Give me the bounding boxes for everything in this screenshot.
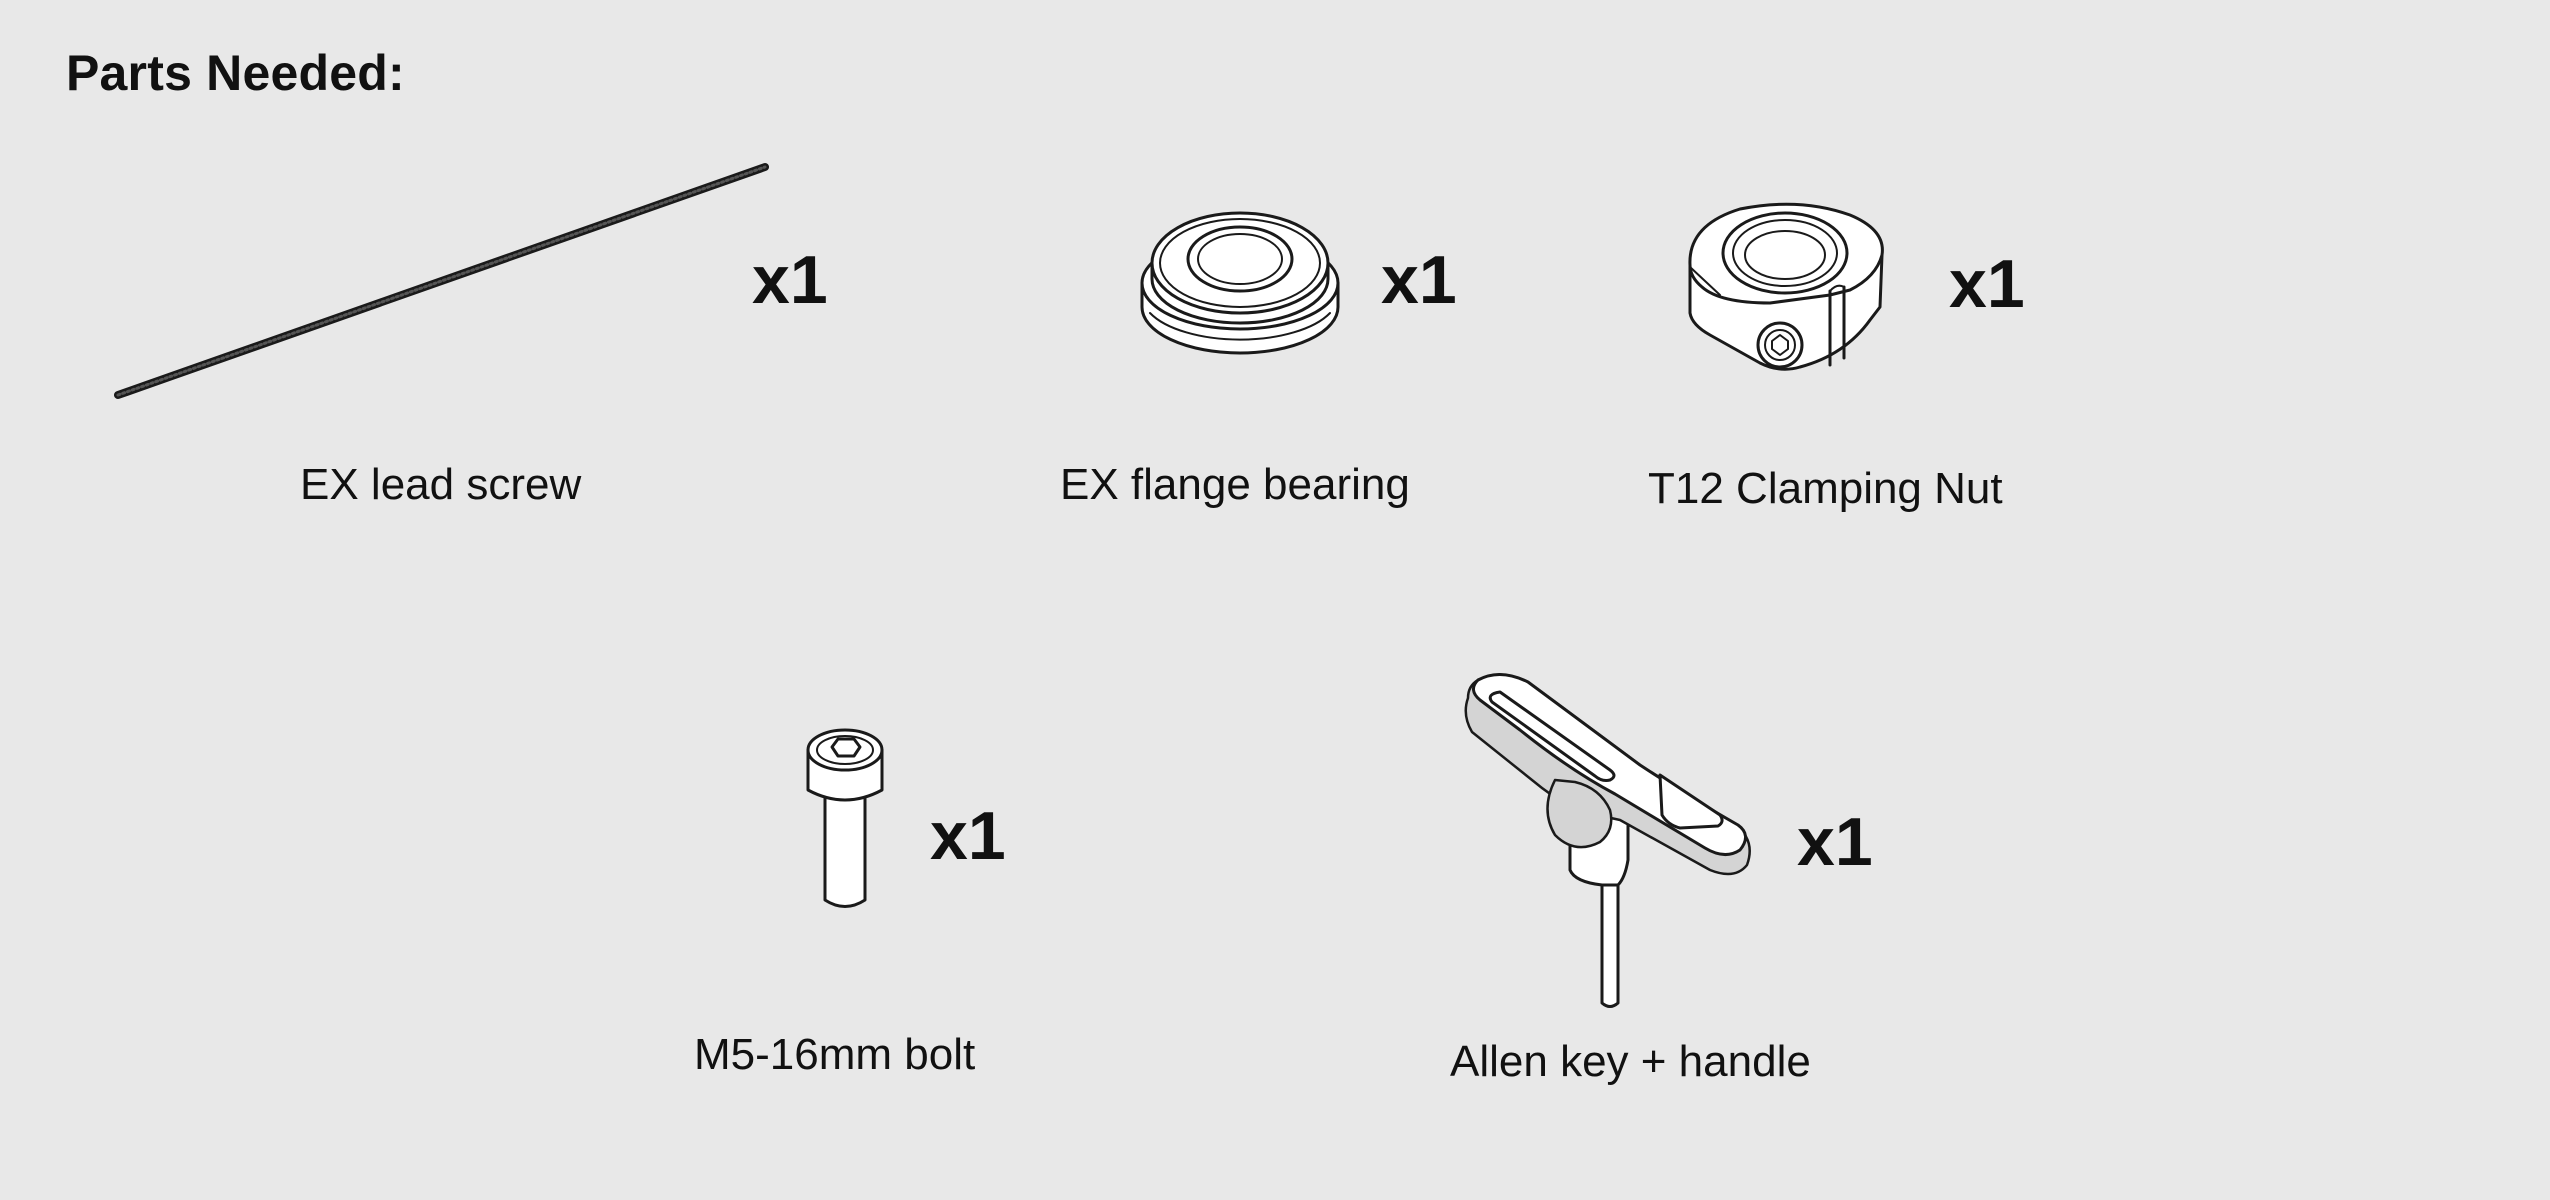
- flange-bearing-icon: [1140, 211, 1340, 355]
- clamping-nut-icon: [1688, 202, 1884, 371]
- page-title: Parts Needed:: [66, 45, 405, 101]
- quantity-flange-bearing: x1: [1381, 242, 1457, 318]
- quantity-clamping-nut: x1: [1949, 246, 2025, 322]
- bolt-icon: [806, 728, 884, 908]
- label-bolt: M5-16mm bolt: [694, 1030, 976, 1079]
- quantity-bolt: x1: [930, 798, 1006, 874]
- label-lead-screw: EX lead screw: [300, 460, 582, 509]
- label-flange-bearing: EX flange bearing: [1060, 460, 1410, 509]
- allen-key-handle-icon: [1464, 673, 1751, 1008]
- label-allen-key: Allen key + handle: [1450, 1037, 1811, 1086]
- quantity-lead-screw: x1: [752, 242, 828, 318]
- label-clamping-nut: T12 Clamping Nut: [1648, 464, 2003, 513]
- quantity-allen-key: x1: [1797, 804, 1873, 880]
- lead-screw-icon: [114, 163, 769, 399]
